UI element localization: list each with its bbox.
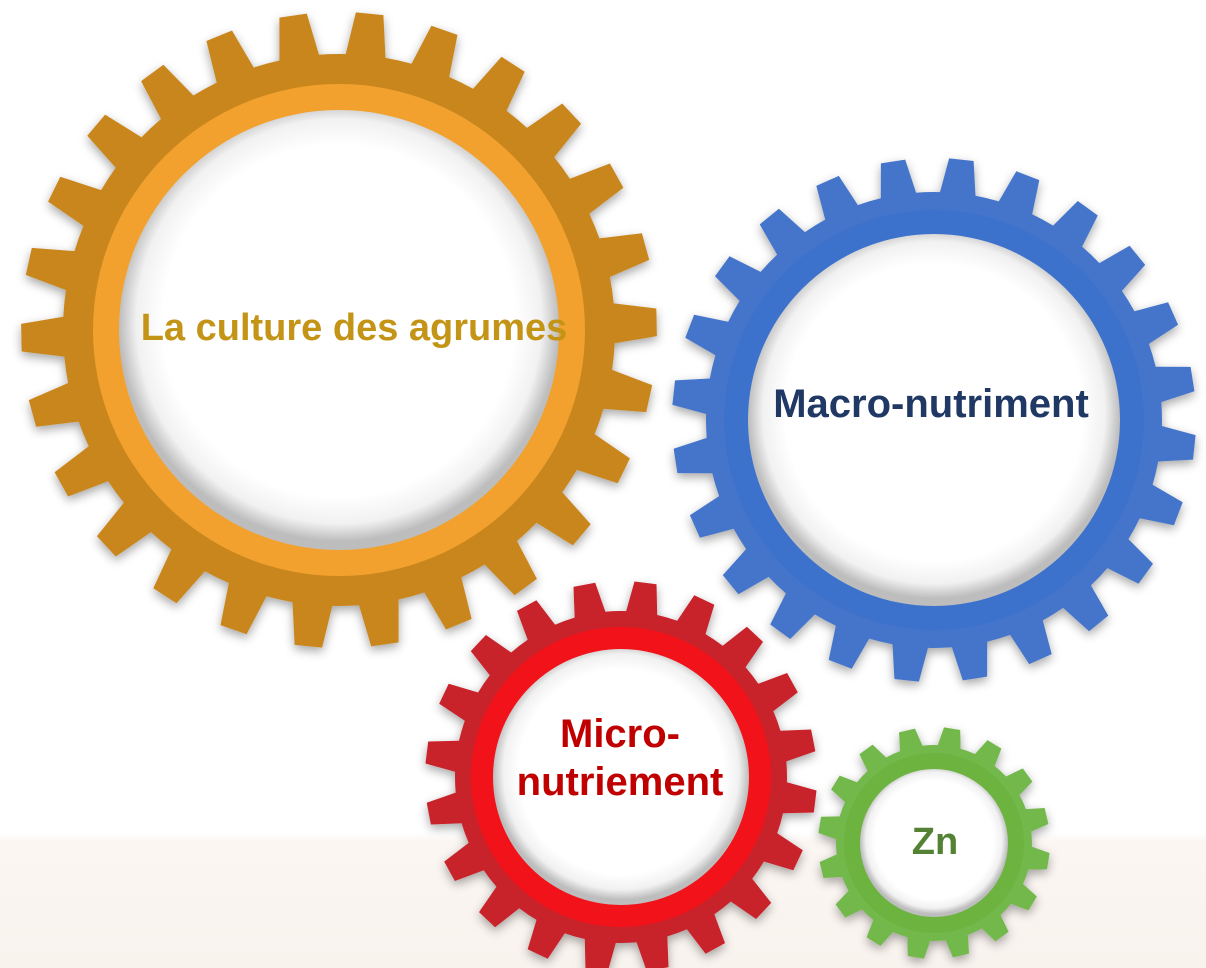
label-micro-nutriement: Micro- nutriement (500, 710, 740, 806)
gear-green-hole (860, 769, 1008, 917)
gear-orange-hole (119, 110, 559, 550)
gear-red-hole (493, 649, 749, 905)
label-micro-line1: Micro- (560, 712, 680, 756)
gear-blue (672, 158, 1196, 682)
gear-red (425, 581, 817, 968)
label-macro-nutriment: Macro-nutriment (773, 382, 1089, 426)
gear-green (818, 727, 1050, 959)
label-la-culture-des-agrumes: La culture des agrumes (140, 307, 568, 349)
label-micro-line2: nutriement (516, 760, 724, 804)
gear-blue-hole (748, 234, 1120, 606)
label-zn: Zn (911, 821, 959, 863)
gear-orange (21, 12, 657, 648)
